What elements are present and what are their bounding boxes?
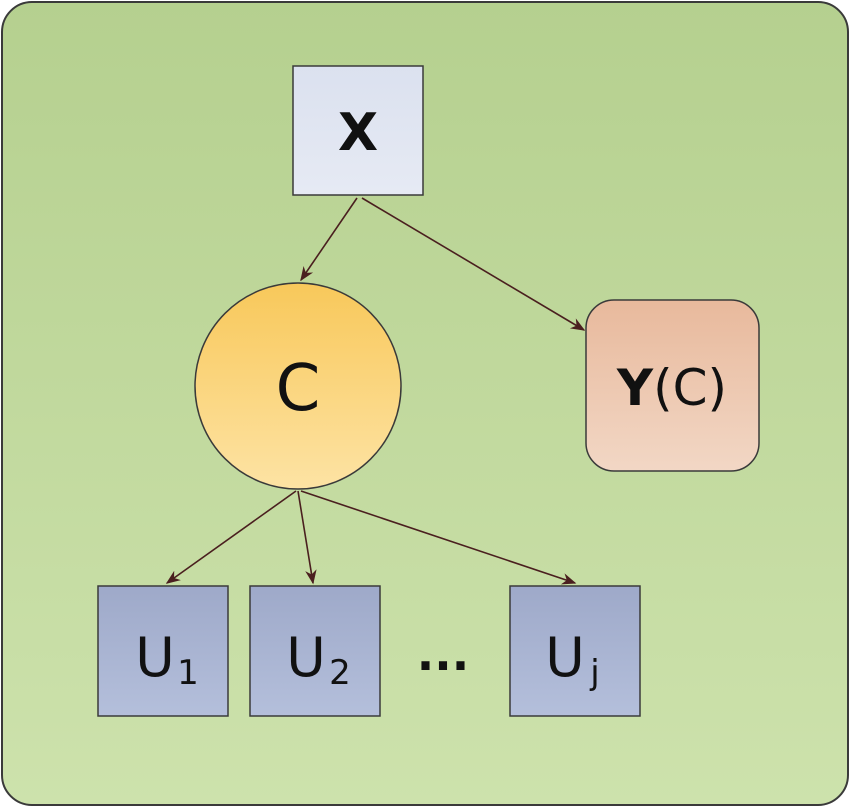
node-y-label-bold: Y — [616, 359, 654, 417]
edge-x-to-y — [361, 197, 586, 331]
edge-x-to-c — [300, 197, 358, 282]
edges — [165, 197, 586, 585]
node-u2-sub: 2 — [329, 653, 351, 693]
node-y-label-rest: (C) — [653, 359, 727, 417]
edge-c-to-u2 — [297, 490, 317, 585]
node-u2-base: U — [286, 626, 326, 689]
node-uj: U j — [509, 585, 641, 717]
node-u1: U 1 — [97, 585, 229, 717]
node-x: X — [292, 65, 424, 196]
edge-c-to-u1 — [165, 490, 297, 584]
node-y-label: Y(C) — [616, 359, 727, 417]
node-c: C — [194, 282, 402, 490]
node-u1-base: U — [135, 626, 175, 689]
node-y: Y(C) — [585, 299, 760, 472]
node-c-label: C — [276, 352, 321, 426]
node-u1-sub: 1 — [177, 653, 199, 693]
edge-c-to-uj — [300, 490, 577, 585]
ellipsis-label: ... — [417, 627, 469, 681]
node-u2: U 2 — [249, 585, 381, 717]
node-uj-base: U — [545, 626, 585, 689]
node-uj-sub: j — [589, 653, 599, 693]
node-x-label: X — [338, 103, 378, 163]
